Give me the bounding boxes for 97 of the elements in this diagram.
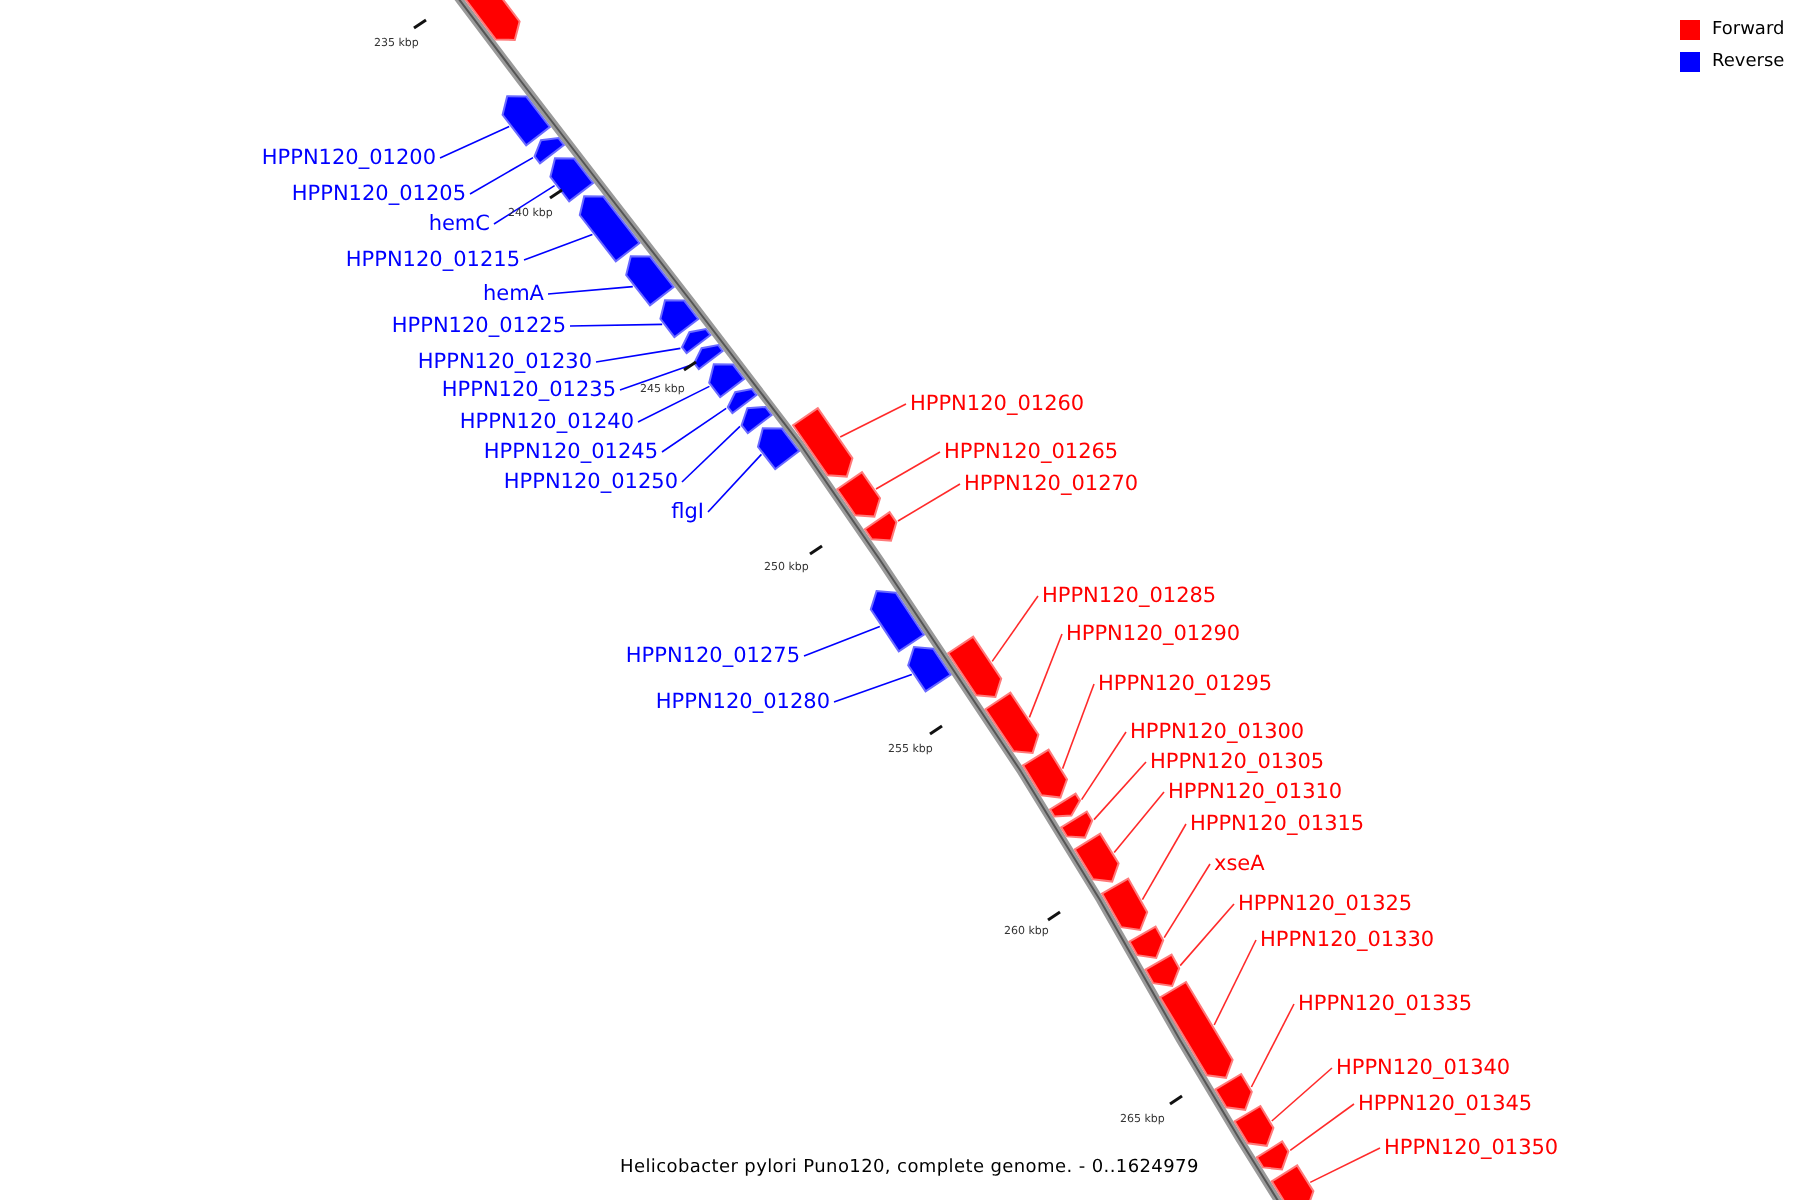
- gene-label: HPPN120_01240: [459, 410, 634, 434]
- gene-label: xseA: [1214, 852, 1265, 876]
- leader-line: [569, 323, 663, 327]
- leader-line: [619, 363, 694, 391]
- gene-block: [835, 470, 882, 518]
- gene-block: [1214, 1072, 1253, 1111]
- gene-block: [1073, 832, 1120, 883]
- gene-block: [1100, 877, 1149, 932]
- leader-line: [1113, 791, 1165, 854]
- leader-line: [1213, 939, 1257, 1026]
- gene-block: [1255, 1140, 1290, 1171]
- leader-line: [1309, 1147, 1381, 1184]
- leader-line: [469, 156, 534, 195]
- gene-block: [740, 405, 773, 435]
- gene-block: [708, 363, 746, 399]
- leader-line: [1093, 761, 1147, 821]
- leader-line: [523, 233, 594, 261]
- leader-line: [439, 125, 510, 159]
- leader-line: [547, 285, 634, 295]
- gene-label: HPPN120_01235: [441, 378, 616, 402]
- leader-line: [1289, 1103, 1355, 1152]
- gene-label: HPPN120_01215: [345, 248, 520, 272]
- gene-label: HPPN120_01325: [1238, 892, 1413, 916]
- leader-line: [803, 625, 881, 657]
- gene-label: HPPN120_01245: [483, 440, 658, 464]
- gene-block: [756, 427, 801, 471]
- gene-block: [1059, 810, 1094, 839]
- leader-line: [833, 673, 913, 703]
- leader-line: [681, 425, 741, 483]
- gene-block: [625, 255, 675, 307]
- gene-block: [501, 95, 552, 147]
- gene-block: [863, 510, 898, 542]
- gene-label: HPPN120_01340: [1336, 1056, 1511, 1080]
- gene-label: HPPN120_01230: [417, 350, 592, 374]
- leader-line: [991, 595, 1039, 663]
- leader-line: [707, 453, 763, 513]
- gene-block: [1128, 925, 1165, 960]
- gene-label: HPPN120_01305: [1150, 750, 1325, 774]
- gene-label: HPPN120_01285: [1042, 584, 1217, 608]
- gene-block: [726, 387, 758, 415]
- gene-label: hemA: [482, 282, 544, 306]
- gene-label: HPPN120_01260: [910, 392, 1085, 416]
- gene-label: HPPN120_01315: [1190, 812, 1365, 836]
- gene-label: HPPN120_01300: [1130, 720, 1305, 744]
- gene-label: HPPN120_01310: [1168, 780, 1343, 804]
- gene-block: [659, 299, 700, 339]
- gene-block: [1021, 748, 1069, 799]
- gene-block: [1158, 980, 1234, 1079]
- leader-line: [875, 451, 941, 490]
- leader-line: [595, 347, 682, 363]
- legend-label: Forward: [1712, 18, 1785, 42]
- gene-block: [578, 195, 641, 263]
- leader-line: [1028, 633, 1063, 719]
- gene-block: [1144, 953, 1181, 988]
- legend-label: Reverse: [1712, 50, 1785, 74]
- gene-block: [907, 645, 952, 693]
- gene-block: [869, 589, 926, 653]
- gene-label: HPPN120_01205: [291, 182, 466, 206]
- gene-label: HPPN120_01330: [1260, 928, 1435, 952]
- leader-line: [1250, 1003, 1295, 1088]
- gene-block: [1233, 1104, 1275, 1147]
- caption: Helicobacter pylori Puno120, complete genome. - 0..1624979: [620, 1156, 1199, 1180]
- gene-label: HPPN120_01295: [1098, 672, 1273, 696]
- gene-block: [680, 327, 712, 355]
- gene-block: [984, 691, 1040, 755]
- leader-line: [637, 385, 711, 423]
- gene-block: [946, 635, 1003, 699]
- gene-label: HPPN120_01250: [503, 470, 678, 494]
- gene-block: [1270, 1164, 1315, 1200]
- gene-label: HPPN120_01265: [944, 440, 1119, 464]
- gene-label: HPPN120_01290: [1066, 622, 1241, 646]
- gene-label: flgI: [671, 500, 704, 524]
- gene-block: [1048, 792, 1082, 818]
- gene-label: HPPN120_01350: [1384, 1136, 1559, 1160]
- gene-label: HPPN120_01225: [391, 314, 566, 338]
- gene-label: HPPN120_01345: [1358, 1092, 1533, 1116]
- leader-line: [493, 184, 556, 225]
- gene-block: [791, 406, 854, 478]
- gene-label: HPPN120_01200: [261, 146, 436, 170]
- leader-line: [1163, 863, 1211, 939]
- leader-line: [1080, 731, 1127, 801]
- gene-label: HPPN120_01335: [1298, 992, 1473, 1016]
- leader-line: [1141, 823, 1187, 901]
- leader-line: [1271, 1067, 1333, 1122]
- gene-label: hemC: [428, 212, 490, 236]
- leader-line: [661, 407, 727, 453]
- leader-line: [839, 403, 907, 438]
- gene-block: [462, 0, 521, 42]
- gene-block: [549, 157, 595, 203]
- leader-line: [1179, 903, 1235, 967]
- gene-label: HPPN120_01280: [655, 690, 830, 714]
- leader-line: [897, 483, 961, 522]
- gene-label: HPPN120_01275: [625, 644, 800, 668]
- gene-block: [533, 136, 566, 165]
- gene-block: [693, 343, 724, 371]
- gene-label: HPPN120_01270: [964, 472, 1139, 496]
- leader-line: [1061, 683, 1095, 770]
